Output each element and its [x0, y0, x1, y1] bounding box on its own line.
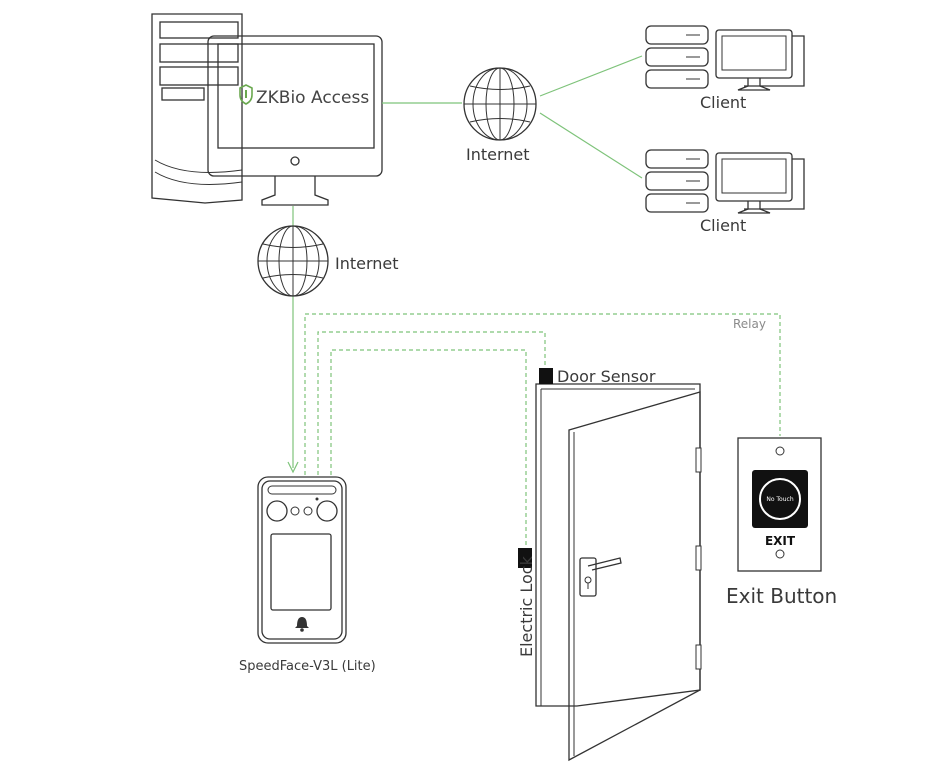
bell-icon	[295, 617, 309, 632]
exit-button-label: Exit Button	[726, 584, 837, 608]
client-label-2: Client	[700, 216, 746, 235]
client-station-2	[645, 149, 805, 214]
electric-lock-block	[518, 548, 532, 568]
electric-lock-label: Electric Lock	[517, 555, 536, 657]
server-monitor: ZKBio Access	[207, 35, 383, 206]
door-sensor-label: Door Sensor	[557, 367, 656, 386]
server-tower	[151, 13, 243, 204]
globe-icon-top	[463, 67, 537, 141]
network-wires	[287, 55, 643, 474]
device-label: SpeedFace-V3L (Lite)	[239, 659, 376, 674]
no-touch-label: No Touch	[766, 496, 793, 503]
door-handle	[579, 557, 622, 597]
relay-label: Relay	[733, 317, 766, 331]
internet-label-top: Internet	[466, 145, 530, 164]
logo-text: ZKBio Access	[256, 88, 369, 108]
client-label-1: Client	[700, 93, 746, 112]
internet-label-left: Internet	[335, 254, 399, 273]
shield-icon	[239, 84, 253, 105]
globe-icon-left	[257, 225, 329, 297]
relay-wires	[304, 313, 781, 548]
client-station-1	[645, 25, 805, 91]
exit-button-device: No Touch EXIT	[737, 437, 822, 572]
exit-button-text: EXIT	[765, 534, 796, 548]
door-sensor-block	[539, 368, 553, 384]
door	[535, 383, 702, 762]
speedface-device	[257, 476, 347, 644]
